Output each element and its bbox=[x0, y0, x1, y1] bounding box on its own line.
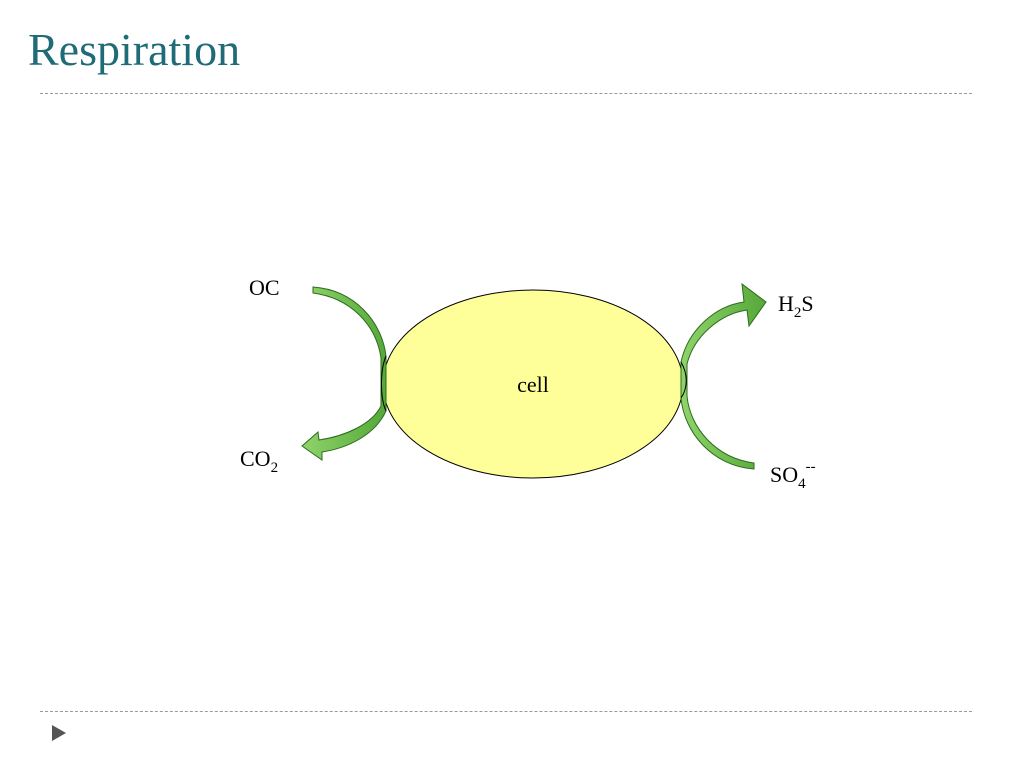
triangle-right-icon bbox=[52, 725, 66, 741]
footer-divider bbox=[40, 711, 972, 712]
label-oc: OC bbox=[249, 275, 280, 300]
so4-to-h2s-arrow bbox=[680, 282, 767, 470]
label-co2: CO2 bbox=[240, 446, 278, 476]
oc-to-co2-arrow bbox=[301, 286, 387, 461]
slide-title: Respiration bbox=[28, 24, 241, 75]
cell-label: cell bbox=[517, 372, 549, 397]
label-h2s: H2S bbox=[778, 291, 814, 321]
title-divider bbox=[40, 93, 972, 94]
label-so4: SO4-- bbox=[770, 459, 816, 492]
